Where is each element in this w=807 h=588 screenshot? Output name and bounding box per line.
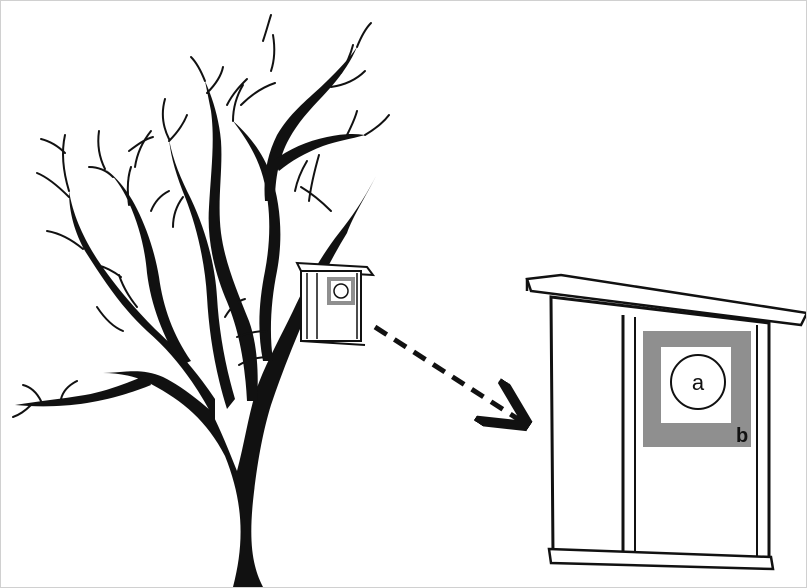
large-birdhouse: a b <box>527 275 806 569</box>
label-a: a <box>692 370 705 395</box>
small-birdhouse <box>297 263 373 345</box>
branch-left-upper <box>105 169 191 365</box>
zoom-arrow <box>375 327 521 421</box>
branch-center <box>205 81 258 401</box>
label-b: b <box>736 425 748 447</box>
twigs <box>13 15 389 417</box>
branch-left-lower <box>15 375 151 406</box>
